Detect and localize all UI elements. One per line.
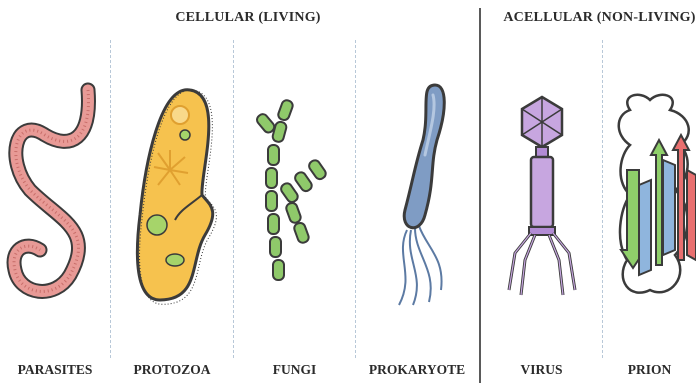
fungi-hyphae-icon [250,95,340,295]
organism-label-protozoa: PROTOZOA [111,362,233,378]
bacterium-icon [385,80,465,310]
column-divider [110,40,111,358]
organism-label-prion: PRION [603,362,696,378]
organism-label-parasites: PARASITES [0,362,110,378]
column-divider [602,40,603,358]
parasite-worm-icon [0,80,110,310]
acellular-group-title: ACELLULAR (NON-LIVING) [503,10,696,26]
protozoa-cell-icon [130,85,230,310]
prion-protein-icon [615,90,696,305]
column-divider [233,40,234,358]
cellular-group-title: CELLULAR (LIVING) [168,10,328,26]
organism-label-prokaryote: PROKARYOTE [356,362,478,378]
organism-label-fungi: FUNGI [234,362,355,378]
column-divider [355,40,356,358]
organism-label-virus: VIRUS [481,362,602,378]
group-divider [479,8,481,383]
bacteriophage-icon [505,95,580,305]
